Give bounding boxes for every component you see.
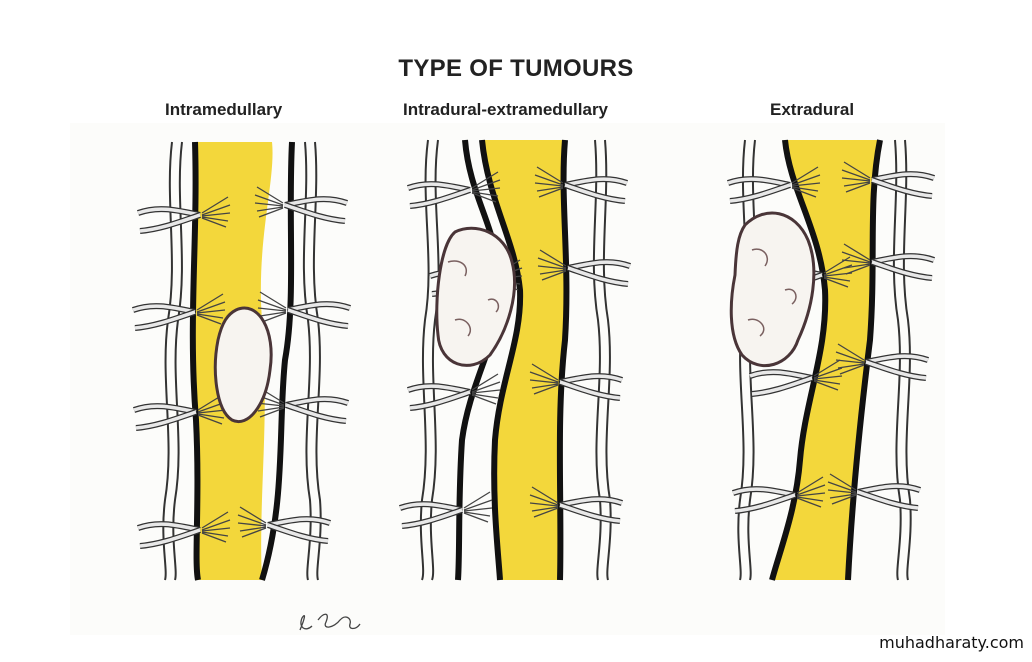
panel-intradural-extramedullary	[400, 139, 630, 581]
panel-label-intradural-extramedullary: Intradural-extramedullary	[403, 100, 609, 119]
panel-extradural	[728, 139, 934, 581]
watermark-text: muhadharaty.com	[879, 633, 1024, 652]
panel-label-extradural: Extradural	[770, 100, 855, 119]
diagram-title: TYPE OF TUMOURS	[398, 55, 634, 82]
artist-signature	[299, 613, 361, 631]
panel-intramedullary	[133, 141, 350, 581]
panel-label-intramedullary: Intramedullary	[165, 100, 283, 119]
